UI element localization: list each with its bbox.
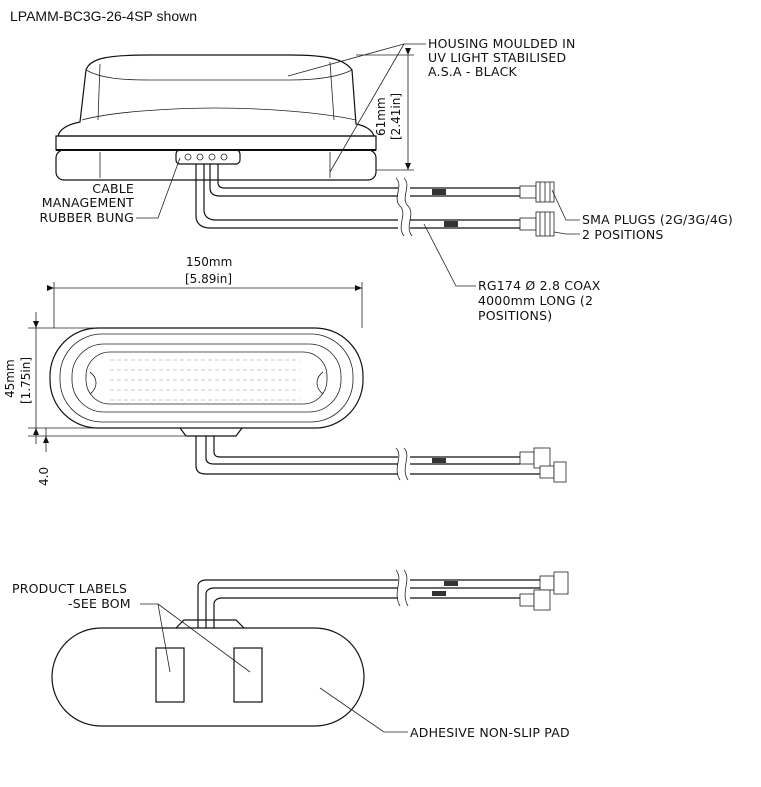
- length-dimension: 150mm [5.89in]: [47, 255, 363, 328]
- sma-plug-upper: [519, 181, 555, 203]
- svg-text:MANAGEMENT: MANAGEMENT: [42, 195, 134, 210]
- labels-callout: PRODUCT LABELS -SEE BOM: [12, 581, 251, 673]
- adhesive-pad: [51, 627, 365, 727]
- coax-callout: RG174 Ø 2.8 COAX 4000mm LONG (2 POSITION…: [423, 223, 601, 323]
- svg-text:HOUSING MOULDED IN: HOUSING MOULDED IN: [428, 36, 576, 51]
- svg-text:CABLE: CABLE: [92, 181, 134, 196]
- svg-text:-SEE BOM: -SEE BOM: [68, 596, 131, 611]
- svg-text:UV LIGHT STABILISED: UV LIGHT STABILISED: [428, 50, 566, 65]
- offset-value: 4.0: [37, 467, 51, 486]
- offset-dimension: 4.0: [28, 428, 186, 486]
- height-in: [2.41in]: [389, 93, 403, 140]
- side-view: [55, 54, 555, 237]
- top-view: [49, 327, 567, 483]
- bottom-view: [51, 569, 569, 727]
- svg-text:4000mm LONG (2: 4000mm LONG (2: [478, 293, 593, 308]
- length-mm: 150mm: [186, 255, 232, 269]
- length-in: [5.89in]: [185, 272, 232, 286]
- width-dimension: 45mm [1.75in]: [3, 312, 96, 444]
- svg-text:RG174 Ø 2.8 COAX: RG174 Ø 2.8 COAX: [478, 278, 601, 293]
- svg-text:2 POSITIONS: 2 POSITIONS: [582, 227, 664, 242]
- height-dimension: 61mm [2.41in]: [356, 48, 414, 171]
- model-caption: LPAMM-BC3G-26-4SP shown: [10, 8, 197, 24]
- svg-text:PRODUCT LABELS: PRODUCT LABELS: [12, 581, 127, 596]
- svg-text:RUBBER BUNG: RUBBER BUNG: [39, 210, 134, 225]
- sma-callout: SMA PLUGS (2G/3G/4G) 2 POSITIONS: [551, 189, 733, 242]
- svg-text:POSITIONS): POSITIONS): [478, 308, 552, 323]
- svg-text:ADHESIVE NON-SLIP PAD: ADHESIVE NON-SLIP PAD: [410, 725, 570, 740]
- bung-callout: CABLE MANAGEMENT RUBBER BUNG: [39, 157, 181, 225]
- width-in: [1.75in]: [19, 357, 33, 404]
- product-label-1: [155, 647, 185, 703]
- svg-text:A.S.A - BLACK: A.S.A - BLACK: [428, 64, 518, 79]
- product-label-2: [233, 647, 263, 703]
- housing-callout: HOUSING MOULDED IN UV LIGHT STABILISED A…: [287, 36, 576, 173]
- height-mm: 61mm: [374, 97, 388, 136]
- width-mm: 45mm: [3, 359, 17, 398]
- svg-text:SMA PLUGS (2G/3G/4G): SMA PLUGS (2G/3G/4G): [582, 212, 733, 227]
- pad-callout: ADHESIVE NON-SLIP PAD: [319, 687, 570, 740]
- sma-plug-lower: [519, 211, 555, 237]
- rubber-bung: [175, 149, 241, 165]
